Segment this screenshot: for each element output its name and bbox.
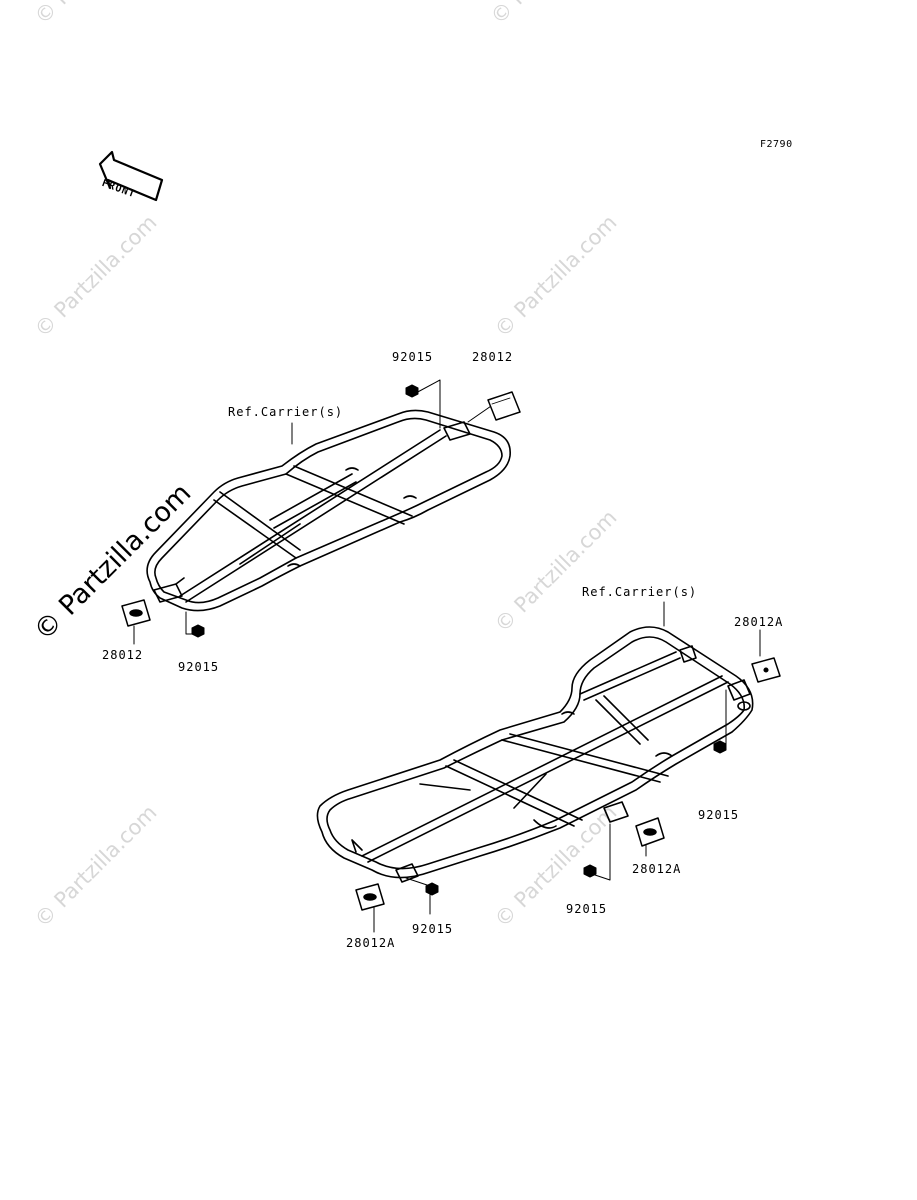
part-label-28012a: 28012A bbox=[346, 936, 396, 950]
reflector-icon bbox=[635, 817, 665, 847]
reflector-icon bbox=[751, 657, 781, 683]
ref-carrier-label: Ref.Carrier(s) bbox=[228, 405, 344, 419]
nut-icon bbox=[405, 384, 419, 398]
part-label-92015: 92015 bbox=[698, 808, 740, 822]
part-label-92015: 92015 bbox=[412, 922, 454, 936]
rear-carrier bbox=[316, 626, 754, 883]
reflector-icon bbox=[121, 599, 151, 627]
nut-icon bbox=[425, 882, 439, 896]
front-arrow-icon bbox=[98, 150, 164, 202]
front-carrier bbox=[146, 409, 511, 612]
part-label-28012a: 28012A bbox=[632, 862, 682, 876]
nut-icon bbox=[191, 624, 205, 638]
part-label-92015: 92015 bbox=[178, 660, 220, 674]
part-label-28012a: 28012A bbox=[734, 615, 784, 629]
part-label-92015: 92015 bbox=[392, 350, 434, 364]
nut-icon bbox=[583, 864, 597, 878]
ref-carrier-label: Ref.Carrier(s) bbox=[582, 585, 698, 599]
part-label-28012: 28012 bbox=[472, 350, 514, 364]
part-label-92015: 92015 bbox=[566, 902, 608, 916]
part-label-28012: 28012 bbox=[102, 648, 144, 662]
diagram-code: F2790 bbox=[760, 139, 793, 150]
nut-icon bbox=[713, 740, 727, 754]
reflector-icon bbox=[355, 883, 385, 911]
reflector-icon bbox=[487, 391, 521, 421]
